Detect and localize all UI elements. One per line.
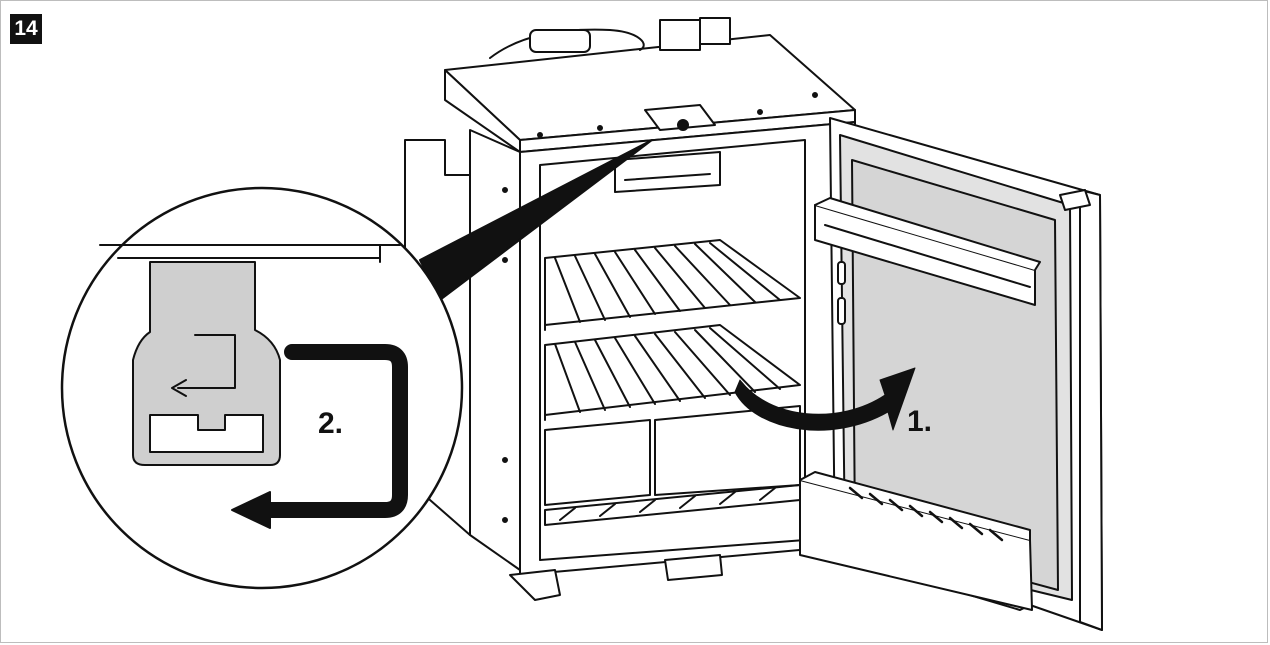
wire-shelf-upper xyxy=(544,239,801,331)
step-two-label: 2. xyxy=(318,407,344,440)
fridge-cabinet xyxy=(404,17,856,601)
return-arrow-icon xyxy=(257,344,408,518)
hinge-detail-circle xyxy=(60,186,464,590)
curved-arrow-icon xyxy=(734,367,916,431)
step-one-label: 1. xyxy=(907,405,933,438)
step-number-badge: 14 xyxy=(10,14,42,44)
fridge-door xyxy=(799,117,1103,631)
wire-shelf-lower xyxy=(544,324,801,421)
